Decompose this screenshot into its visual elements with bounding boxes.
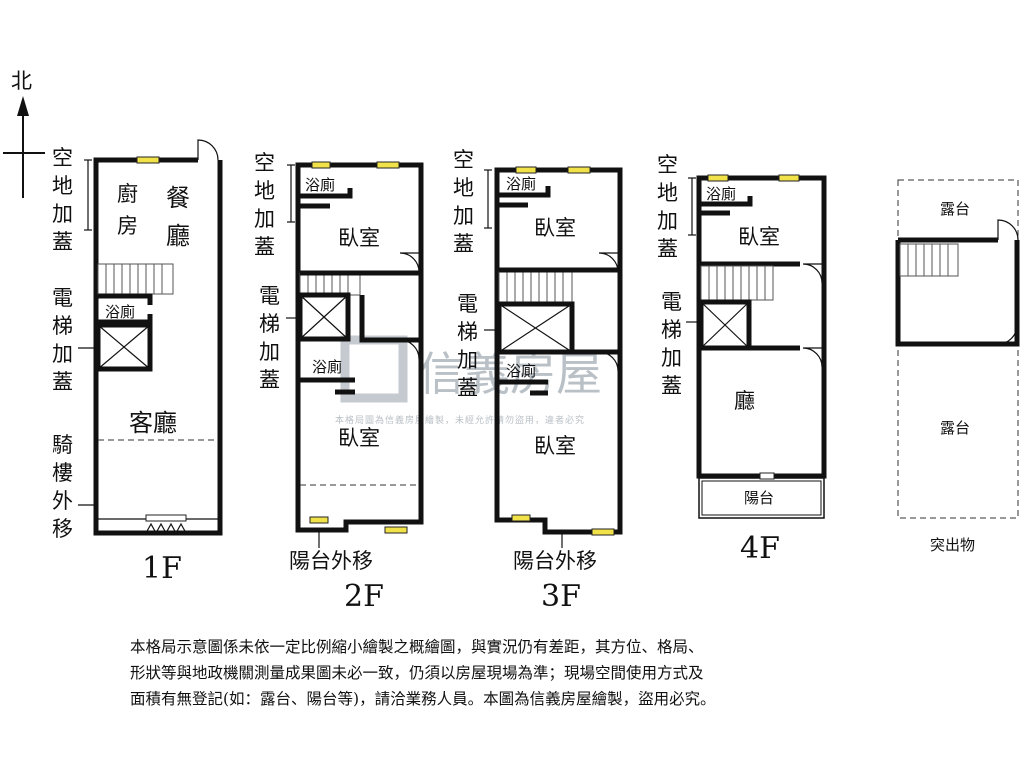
room-dining-1: 餐 — [166, 184, 190, 212]
room-4f-bath-top: 浴廁 — [706, 185, 736, 203]
side-label-2f-elevator: 電 梯 加 蓋 — [259, 284, 280, 392]
side-label-elevator: 電 梯 加 蓋 — [52, 286, 73, 394]
svg-text:樓: 樓 — [52, 461, 73, 485]
floor-label-1f: 1F — [142, 551, 182, 586]
svg-text:蓋: 蓋 — [457, 376, 478, 400]
room-2f-bedroom-top: 臥室 — [338, 226, 380, 250]
svg-text:空: 空 — [657, 153, 678, 177]
svg-text:電: 電 — [661, 290, 682, 314]
room-2f-bath-mid: 浴廁 — [312, 358, 342, 376]
svg-text:加: 加 — [657, 209, 678, 233]
svg-text:梯: 梯 — [457, 320, 478, 344]
floor-3f: 浴廁 臥室 浴廁 臥室 空 地 加 蓋 電 梯 加 蓋 陽台外移 3F — [453, 148, 623, 614]
disclaimer-line-1: 本格局示意圖係未依一定比例縮小繪製之概繪圖，與實況仍有差距，其方位、格局、 — [130, 637, 704, 656]
side-label-3f-elevator: 電 梯 加 蓋 — [457, 292, 478, 400]
svg-text:加: 加 — [259, 340, 280, 364]
side-label-4f-addon: 空 地 加 蓋 — [657, 153, 678, 261]
room-dining-2: 廳 — [166, 222, 190, 250]
north-label: 北 — [11, 69, 32, 93]
disclaimer-line-2: 形狀等與地政機關測量成果圖未必一致，仍須以房屋現場為準；現場空間使用方式及 — [130, 664, 704, 682]
north-arrow-icon — [17, 96, 29, 116]
svg-text:地: 地 — [254, 179, 275, 203]
svg-text:蓋: 蓋 — [661, 374, 682, 398]
floor-label-3f: 3F — [541, 579, 581, 614]
room-4f-bedroom-top: 臥室 — [738, 225, 780, 249]
floor-label-4f: 4F — [740, 531, 780, 566]
room-kitchen-2: 房 — [117, 214, 138, 238]
room-roof-terrace-bottom: 露台 — [940, 419, 970, 437]
svg-text:加: 加 — [453, 204, 474, 228]
watermark: 信義房屋 本格局圖為信義房屋繪製，未經允許請勿盜用，違者必究 — [335, 335, 602, 426]
svg-text:騎: 騎 — [52, 433, 73, 457]
room-3f-bedroom-bottom: 臥室 — [534, 434, 576, 458]
svg-text:蓋: 蓋 — [259, 368, 280, 392]
room-4f-balcony: 陽台 — [744, 489, 774, 507]
room-3f-bath-top: 浴廁 — [506, 175, 536, 193]
floor-roof: 露台 露台 突出物 — [895, 179, 1020, 554]
svg-text:梯: 梯 — [259, 312, 280, 336]
svg-text:加: 加 — [661, 346, 682, 370]
note-2f-balcony: 陽台外移 — [289, 549, 373, 573]
compass: 北 — [3, 69, 45, 198]
floor-2f: 浴廁 臥室 浴廁 臥室 空 地 加 蓋 電 梯 加 蓋 陽台外移 2F — [254, 151, 424, 614]
svg-text:電: 電 — [457, 292, 478, 316]
svg-text:加: 加 — [457, 348, 478, 372]
svg-text:蓋: 蓋 — [657, 237, 678, 261]
svg-text:空: 空 — [254, 151, 275, 175]
svg-text:蓋: 蓋 — [254, 235, 275, 259]
svg-text:加: 加 — [254, 207, 275, 231]
watermark-brand: 信義房屋 — [418, 347, 602, 401]
floor-4f: 浴廁 臥室 廳 陽台 空 地 加 蓋 電 梯 加 蓋 4F — [657, 153, 827, 566]
room-kitchen-1: 廚 — [117, 182, 138, 206]
svg-text:蓋: 蓋 — [52, 370, 73, 394]
watermark-logo — [340, 335, 408, 403]
side-label-4f-elevator: 電 梯 加 蓋 — [661, 290, 682, 398]
watermark-notice: 本格局圖為信義房屋繪製，未經允許請勿盜用，違者必究 — [335, 414, 585, 426]
svg-text:空: 空 — [453, 148, 474, 172]
svg-text:電: 電 — [259, 284, 280, 308]
svg-text:空: 空 — [52, 146, 73, 170]
room-2f-bedroom-bottom: 臥室 — [338, 426, 380, 450]
room-living: 客廳 — [129, 409, 177, 437]
svg-text:外: 外 — [52, 489, 73, 513]
svg-text:梯: 梯 — [661, 318, 682, 342]
svg-text:蓋: 蓋 — [52, 230, 73, 254]
svg-text:電: 電 — [52, 286, 73, 310]
side-label-arcade: 騎 樓 外 移 — [52, 433, 73, 541]
side-label-3f-addon: 空 地 加 蓋 — [453, 148, 474, 256]
svg-text:加: 加 — [52, 202, 73, 226]
svg-text:地: 地 — [453, 176, 474, 200]
floor-1f: 廚 房 餐 廳 浴廁 客廳 空 地 加 蓋 電 梯 加 蓋 騎 樓 外 移 1F — [52, 139, 223, 586]
floor-label-2f: 2F — [344, 579, 384, 614]
disclaimer: 本格局示意圖係未依一定比例縮小繪製之概繪圖，與實況仍有差距，其方位、格局、 形狀… — [130, 637, 716, 708]
side-label-addon: 空 地 加 蓋 — [52, 146, 73, 254]
note-3f-balcony: 陽台外移 — [513, 549, 597, 573]
svg-text:梯: 梯 — [52, 314, 73, 338]
room-bath: 浴廁 — [105, 303, 135, 321]
room-3f-bath-mid: 浴廁 — [506, 362, 536, 380]
svg-text:地: 地 — [657, 181, 678, 205]
svg-text:蓋: 蓋 — [453, 232, 474, 256]
room-4f-hall: 廳 — [734, 389, 755, 413]
floor-label-roof: 突出物 — [930, 536, 975, 554]
room-3f-bedroom-top: 臥室 — [534, 216, 576, 240]
room-roof-terrace-top: 露台 — [940, 200, 970, 218]
svg-text:地: 地 — [52, 174, 73, 198]
svg-text:加: 加 — [52, 342, 73, 366]
side-label-2f-addon: 空 地 加 蓋 — [254, 151, 275, 259]
svg-text:移: 移 — [52, 517, 73, 541]
room-2f-bath-top: 浴廁 — [305, 176, 335, 194]
disclaimer-line-3: 面積有無登記(如：露台、陽台等)，請洽業務人員。本圖為信義房屋繪製，盜用必究。 — [130, 689, 716, 708]
